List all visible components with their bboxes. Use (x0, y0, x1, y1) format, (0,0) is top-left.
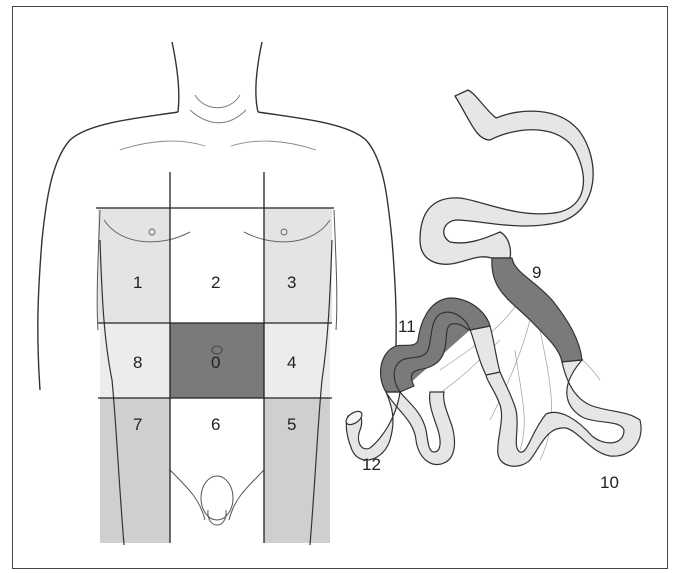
region-label-6: 6 (211, 415, 220, 434)
segment-label-10: 10 (600, 473, 619, 492)
clavicle-right (231, 141, 316, 150)
clavicle-left (120, 141, 205, 150)
segment-12-shape (346, 392, 454, 465)
groin-outline (170, 470, 264, 520)
genital-lower (208, 510, 226, 525)
region-label-7: 7 (133, 415, 142, 434)
region-label-2: 2 (211, 273, 220, 292)
right-arm-inner (334, 210, 337, 330)
segment-connector-shape (470, 326, 500, 375)
bowel-illustration (344, 90, 641, 466)
neck-outline (172, 42, 262, 112)
segment-label-9: 9 (532, 263, 541, 282)
region-label-5: 5 (287, 415, 296, 434)
segment-label-11: 11 (398, 317, 416, 336)
region-label-8: 8 (133, 353, 142, 372)
torso-illustration (38, 42, 396, 545)
region-label-0: 0 (211, 353, 220, 372)
shade-region-right-upper (264, 208, 332, 323)
shade-region-4 (264, 323, 330, 398)
region-label-4: 4 (287, 353, 296, 372)
segment-label-12: 12 (362, 455, 381, 474)
stomach-outline (420, 90, 593, 264)
segment-11-shape (381, 298, 490, 392)
shade-region-5 (264, 398, 330, 543)
genital-outline (201, 476, 233, 520)
region-label-3: 3 (287, 273, 296, 292)
shade-region-1-3-left (98, 208, 170, 323)
region-label-1: 1 (133, 273, 142, 292)
segment-10-shape (486, 360, 641, 466)
neck-detail (190, 95, 246, 123)
